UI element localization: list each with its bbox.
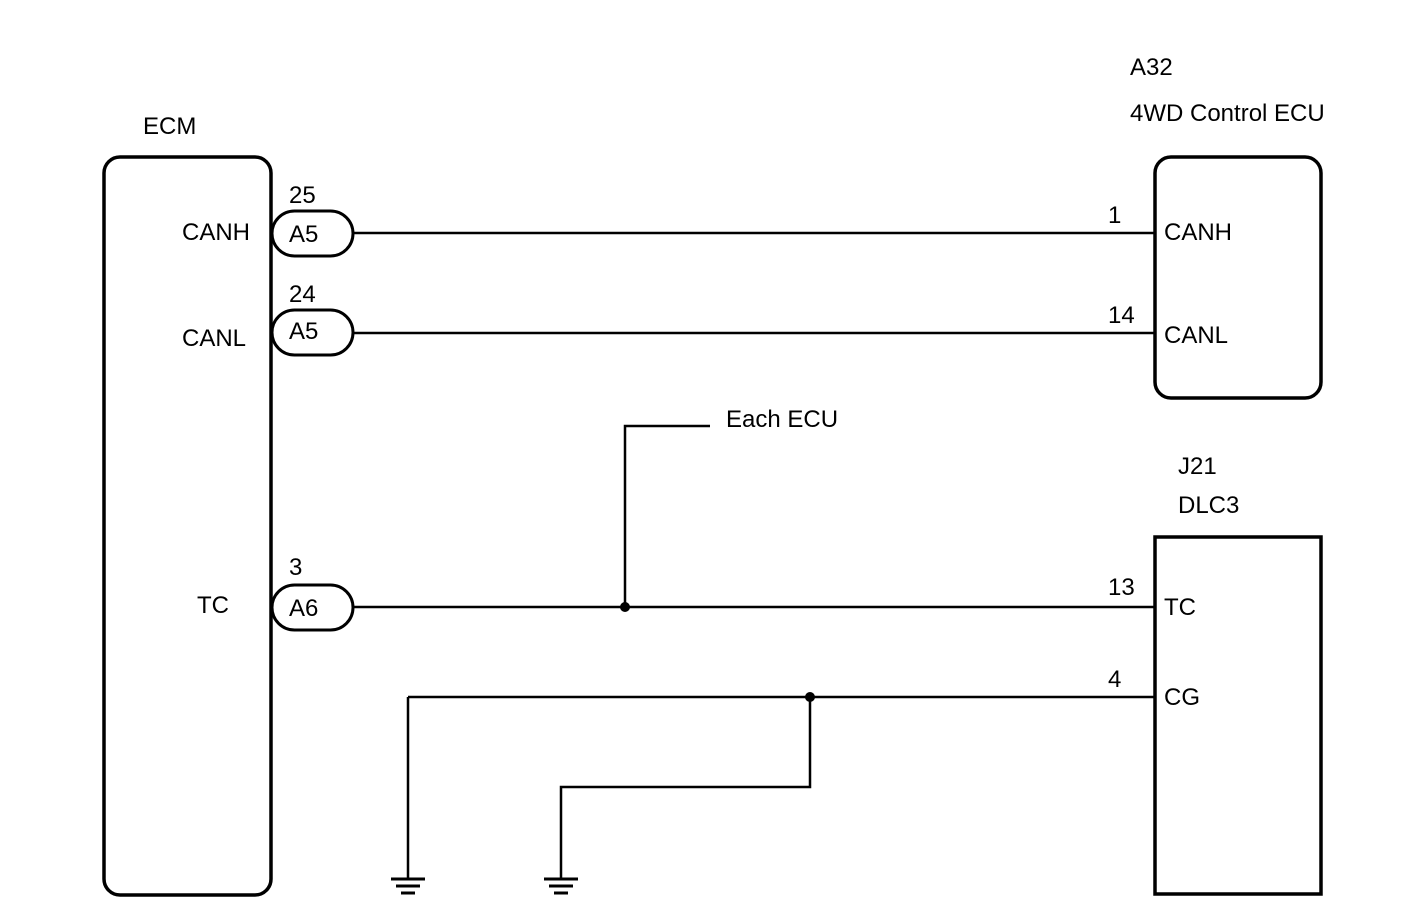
connector-pin-number: 24 — [289, 281, 316, 308]
dlc3-pin-label: CG — [1164, 684, 1200, 711]
dlc3-pin-label: TC — [1164, 594, 1196, 621]
ecm-pin-canh-label: CANH — [182, 219, 250, 246]
splice-point-cg — [805, 692, 815, 702]
connector-pin-number: 3 — [289, 554, 302, 581]
dlc3-name: DLC3 — [1178, 492, 1239, 519]
fourwd-ecu-pin-number: 14 — [1108, 302, 1135, 329]
ground-icon — [391, 877, 425, 895]
dlc3-pin-number: 4 — [1108, 666, 1121, 693]
dlc3-box — [1153, 535, 1323, 896]
fourwd-ecu-code: A32 — [1130, 54, 1173, 81]
ecm-pin-canl-label: CANL — [182, 325, 246, 352]
each-ecu-label: Each ECU — [726, 406, 838, 433]
ecm-box — [102, 155, 273, 897]
fourwd-ecu-name: 4WD Control ECU — [1130, 100, 1325, 127]
connector-code: A5 — [289, 318, 318, 345]
splice-point-tc — [620, 602, 630, 612]
fourwd-ecu-pin-label: CANH — [1164, 219, 1232, 246]
fourwd-ecu-pin-number: 1 — [1108, 202, 1121, 229]
connector-pin-number: 25 — [289, 182, 316, 209]
ecm-title: ECM — [143, 113, 196, 140]
wire-each-ecu-branch — [623, 424, 710, 607]
fourwd-ecu-box — [1153, 155, 1323, 400]
dlc3-code: J21 — [1178, 453, 1217, 480]
wire-ground-right — [559, 697, 812, 878]
fourwd-ecu-pin-label: CANL — [1164, 322, 1228, 349]
connector-code: A5 — [289, 221, 318, 248]
connector-code: A6 — [289, 595, 318, 622]
dlc3-pin-number: 13 — [1108, 574, 1135, 601]
ground-icon — [544, 877, 578, 895]
ecm-pin-tc-label: TC — [197, 592, 229, 619]
